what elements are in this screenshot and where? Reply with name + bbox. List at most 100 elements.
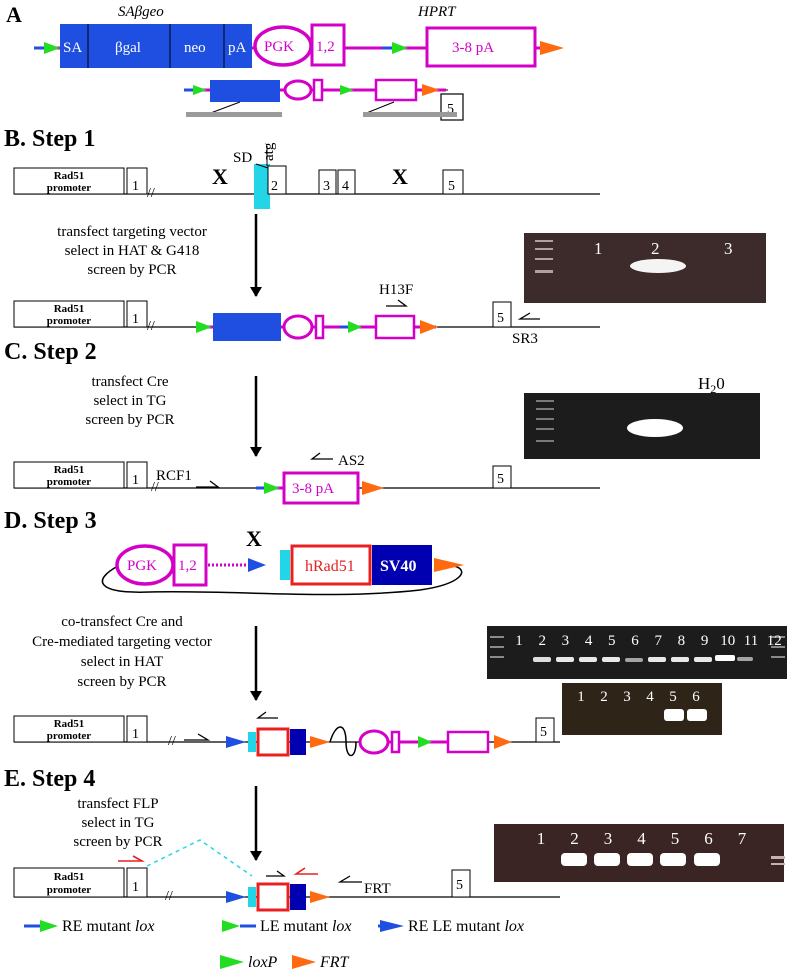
- loxp-legend-icon: [220, 955, 244, 969]
- step4-red-forward-primer-arrow: [118, 855, 146, 862]
- primer-rcf1-arrow: [196, 480, 220, 488]
- step1-re-lox-icon: [196, 321, 212, 333]
- step3-title: D. Step 3: [4, 508, 97, 534]
- step4-frt-label: FRT: [364, 881, 391, 897]
- step1-exon12: [314, 314, 325, 340]
- gel-lane-label: 4: [585, 633, 593, 649]
- step4-frt-icon: [310, 891, 330, 903]
- rad51-promoter-targeted: [13, 300, 125, 328]
- step2-instruction-3: screen by PCR: [85, 412, 174, 428]
- gel-lane-label: 1: [515, 633, 523, 649]
- exon5-step3-label: 5: [540, 725, 547, 740]
- left-homology-arm: [186, 112, 282, 117]
- step1-instruction-2: select in HAT & G418: [65, 243, 200, 259]
- exon4: [337, 169, 356, 195]
- step1-pgk: [282, 314, 314, 340]
- exon12-label: 1,2: [316, 39, 335, 55]
- mini-exon38: [374, 78, 418, 102]
- legend-frt-text: FRT: [319, 954, 350, 970]
- step3-re-le-lox-icon: [248, 558, 266, 572]
- exon2-label: 2: [271, 179, 278, 194]
- hrad51-label: hRad51: [305, 558, 355, 575]
- le-mutant-legend-icon: [222, 920, 240, 932]
- legend: RE mutant lox LE mutant lox RE LE mutant…: [24, 918, 524, 970]
- step3-pgk-label: PGK: [127, 558, 157, 574]
- step4-re-le-lox-icon: [226, 891, 246, 903]
- gel-lane-label: 5: [669, 689, 677, 705]
- step3-panel: D. Step 3 X PGK 1,2 hRad51 SV40 co-trans…: [4, 508, 787, 757]
- exon5-label: 5: [448, 179, 455, 194]
- promoter4-line1: Rad51: [54, 718, 85, 730]
- legend-re-le-mutant: RE LE mutant lox: [378, 918, 524, 935]
- promoter2-line2: promoter: [47, 315, 92, 327]
- gel-step3-top: [487, 626, 787, 679]
- splice-junction-dashes: [146, 839, 253, 877]
- step1-instruction-3: screen by PCR: [87, 262, 176, 278]
- crossover-x-right: X: [392, 164, 408, 189]
- legend-re-mutant-text: RE mutant lox: [62, 918, 154, 935]
- rad51-promoter: [13, 167, 125, 195]
- pa-label: pA: [228, 40, 247, 56]
- exon1-step2-label: 1: [132, 473, 139, 488]
- sabgeo-cassette: [60, 24, 252, 68]
- exon3: [318, 169, 337, 195]
- sabgeo-title: SAβgeo: [118, 4, 164, 20]
- step1-loxp-icon: [348, 321, 362, 333]
- gel-step3-bottom-band-6: [687, 709, 707, 721]
- rad51-promoter-step2: [13, 461, 125, 489]
- step2-title: C. Step 2: [4, 339, 97, 365]
- gel-step2-ladder: [536, 400, 554, 442]
- promoter-line2: promoter: [47, 182, 92, 194]
- gel-step1-ladder: [535, 240, 553, 273]
- mini-exon5-label: 5: [447, 102, 454, 117]
- gel-step2-band: [627, 419, 683, 437]
- step4-title: E. Step 4: [4, 766, 95, 792]
- step3-allele-cyan: [248, 732, 256, 752]
- exon1: [126, 167, 148, 195]
- exon3-label: 3: [323, 179, 330, 194]
- gel-lane-label: 7: [654, 633, 662, 649]
- gel-lane-label: 9: [701, 633, 709, 649]
- h2o-label: H20: [698, 374, 725, 396]
- hprt-exon12: [310, 23, 346, 67]
- step3-instruction-3: select in HAT: [81, 654, 163, 670]
- step3-instruction-4: screen by PCR: [77, 674, 166, 690]
- gel-lane-label: 5: [671, 829, 680, 848]
- step4-instruction-2: select in TG: [81, 815, 154, 831]
- step1-panel: B. Step 1 Rad51 promoter 1 // X 2 SD atg…: [4, 126, 766, 347]
- gel-lane-label: 3: [623, 689, 631, 705]
- sv40-label: SV40: [380, 558, 416, 575]
- promoter-line1: Rad51: [54, 170, 85, 182]
- break-mark-5: //: [165, 889, 173, 904]
- exon5-targeted-label: 5: [497, 311, 504, 326]
- panel-a-letter: A: [6, 2, 22, 27]
- gel-lane-label: 12: [767, 633, 782, 649]
- gel-step3-top-bands: [533, 655, 753, 662]
- exon1-step3: [126, 715, 148, 743]
- re-mutant-legend-icon: [40, 920, 58, 932]
- exon1-targeted: [126, 300, 148, 328]
- mini-frt-icon: [422, 84, 440, 96]
- promoter4-line2: promoter: [47, 730, 92, 742]
- legend-le-mutant-text: LE mutant lox: [260, 918, 352, 935]
- exon5-step4-label: 5: [456, 878, 463, 893]
- gel-lane-label: 1: [577, 689, 585, 705]
- step4-instruction-1: transfect FLP: [77, 796, 158, 812]
- neo-label: neo: [184, 40, 206, 56]
- gel-lane-label: 2: [538, 633, 546, 649]
- step3-allele-frt2-icon: [494, 735, 512, 749]
- legend-frt: FRT: [292, 954, 350, 970]
- right-homology-arm: [363, 112, 457, 117]
- atg-label: atg: [261, 142, 277, 161]
- promoter3-line1: Rad51: [54, 464, 85, 476]
- loxp-icon: [382, 42, 408, 54]
- panel-a: A SAβgeo HPRT SA βgal neo pA PGK 1,2 3-8: [6, 2, 564, 121]
- gel-lane-label: 2: [570, 829, 579, 848]
- promoter5-line1: Rad51: [54, 871, 85, 883]
- step3-allele-exon12: [390, 730, 401, 754]
- sv40-polya: [372, 545, 432, 585]
- step2-frt-icon: [362, 481, 384, 495]
- exon38-label: 3-8 pA: [452, 40, 494, 56]
